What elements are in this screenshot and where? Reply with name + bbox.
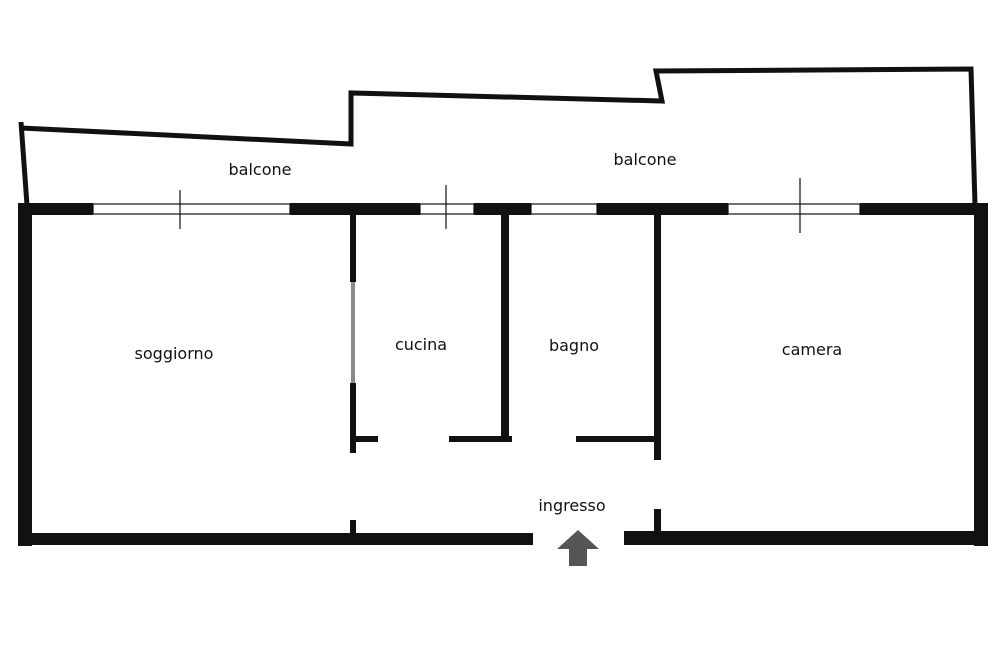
label-soggiorno: soggiorno (135, 344, 214, 363)
wall-soggiorno-cucina-top (350, 215, 356, 282)
wall-cucina-front (449, 436, 512, 442)
window-camera (727, 203, 861, 215)
interior-walls (350, 215, 661, 534)
wall-bagno-front (576, 436, 661, 442)
label-bagno: bagno (549, 336, 599, 355)
wall-bagno-camera (654, 215, 661, 460)
windows (92, 203, 861, 215)
entrance-arrow-icon (557, 530, 599, 566)
wall-stub-bottom (350, 520, 356, 534)
wall-cucina-stub (350, 436, 378, 442)
bottom-wall-left (18, 533, 533, 545)
window-soggiorno (92, 203, 291, 215)
window-mullions (179, 178, 801, 233)
window-bagno (530, 203, 598, 215)
wall-camera-stub (654, 509, 661, 534)
label-balcone-right: balcone (614, 150, 677, 169)
wall-soggiorno-cucina-bottom (350, 383, 356, 453)
right-wall (974, 203, 988, 546)
balcony-outline (18, 66, 978, 206)
sliding-door (351, 282, 355, 383)
label-camera: camera (782, 340, 842, 359)
label-cucina: cucina (395, 335, 447, 354)
label-balcone-left: balcone (229, 160, 292, 179)
left-wall (18, 203, 32, 546)
wall-cucina-bagno (501, 215, 509, 442)
bottom-wall-right (624, 531, 988, 545)
top-wall (18, 203, 988, 215)
outer-walls (18, 203, 988, 546)
window-cucina (419, 203, 475, 215)
label-ingresso: ingresso (538, 496, 605, 515)
